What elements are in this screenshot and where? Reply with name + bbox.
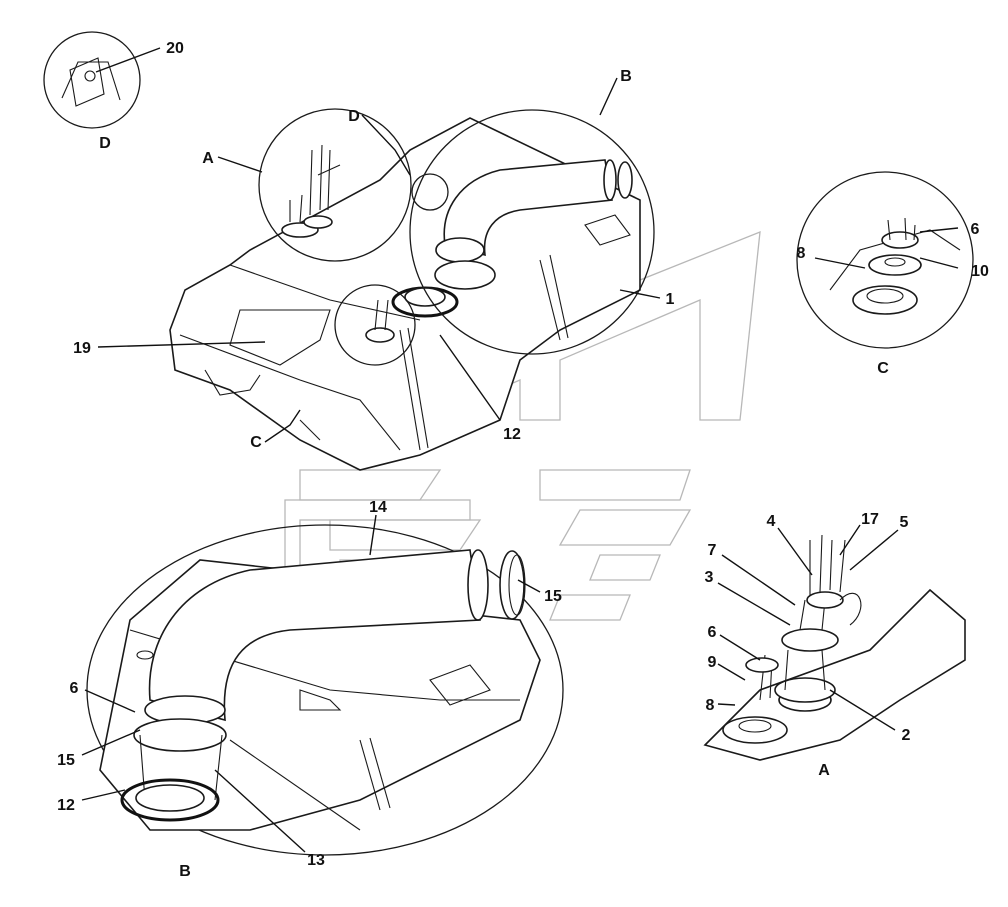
label-part-19: 19 [73, 340, 91, 357]
label-view-a: A [818, 762, 830, 779]
leader-lines [81, 77, 959, 853]
detail-c-view [796, 171, 974, 349]
label-part-2: 2 [902, 727, 911, 744]
detail-callout-circles [258, 108, 655, 366]
label-view-b: B [179, 863, 191, 880]
label-view-c: C [877, 360, 889, 377]
label-part-14: 14 [369, 499, 387, 516]
label-part-17: 17 [861, 511, 879, 528]
label-part-1: 1 [666, 291, 675, 308]
label-view-c-left: C [250, 434, 262, 451]
label-part-9: 9 [708, 654, 717, 671]
label-part-10: 10 [971, 263, 989, 280]
detail-d-view [43, 31, 161, 129]
label-view-b-top: B [620, 68, 632, 85]
label-part-6-b: 6 [70, 680, 79, 697]
label-part-12-b: 12 [57, 797, 75, 814]
label-part-7: 7 [708, 542, 717, 559]
detail-a-view [703, 534, 966, 761]
label-view-d-top: D [348, 108, 360, 125]
label-part-8-a: 8 [706, 697, 715, 714]
label-part-5: 5 [900, 514, 909, 531]
label-part-15-b: 15 [57, 752, 75, 769]
callout-labels: D 20 A D B 1 19 C 12 6 8 10 C 14 15 6 15… [57, 40, 989, 880]
detail-b-view [86, 524, 564, 856]
label-view-d: D [99, 135, 111, 152]
label-part-13: 13 [307, 852, 325, 869]
label-part-6-c: 6 [971, 221, 980, 238]
label-part-3: 3 [705, 569, 714, 586]
label-part-8-c: 8 [797, 245, 806, 262]
label-part-4: 4 [767, 513, 776, 530]
main-tank-assembly [169, 117, 641, 471]
label-part-15-right: 15 [544, 588, 562, 605]
label-part-6-a: 6 [708, 624, 717, 641]
label-part-12-top: 12 [503, 426, 521, 443]
label-view-a-top: A [202, 150, 214, 167]
label-part-20: 20 [166, 40, 184, 57]
